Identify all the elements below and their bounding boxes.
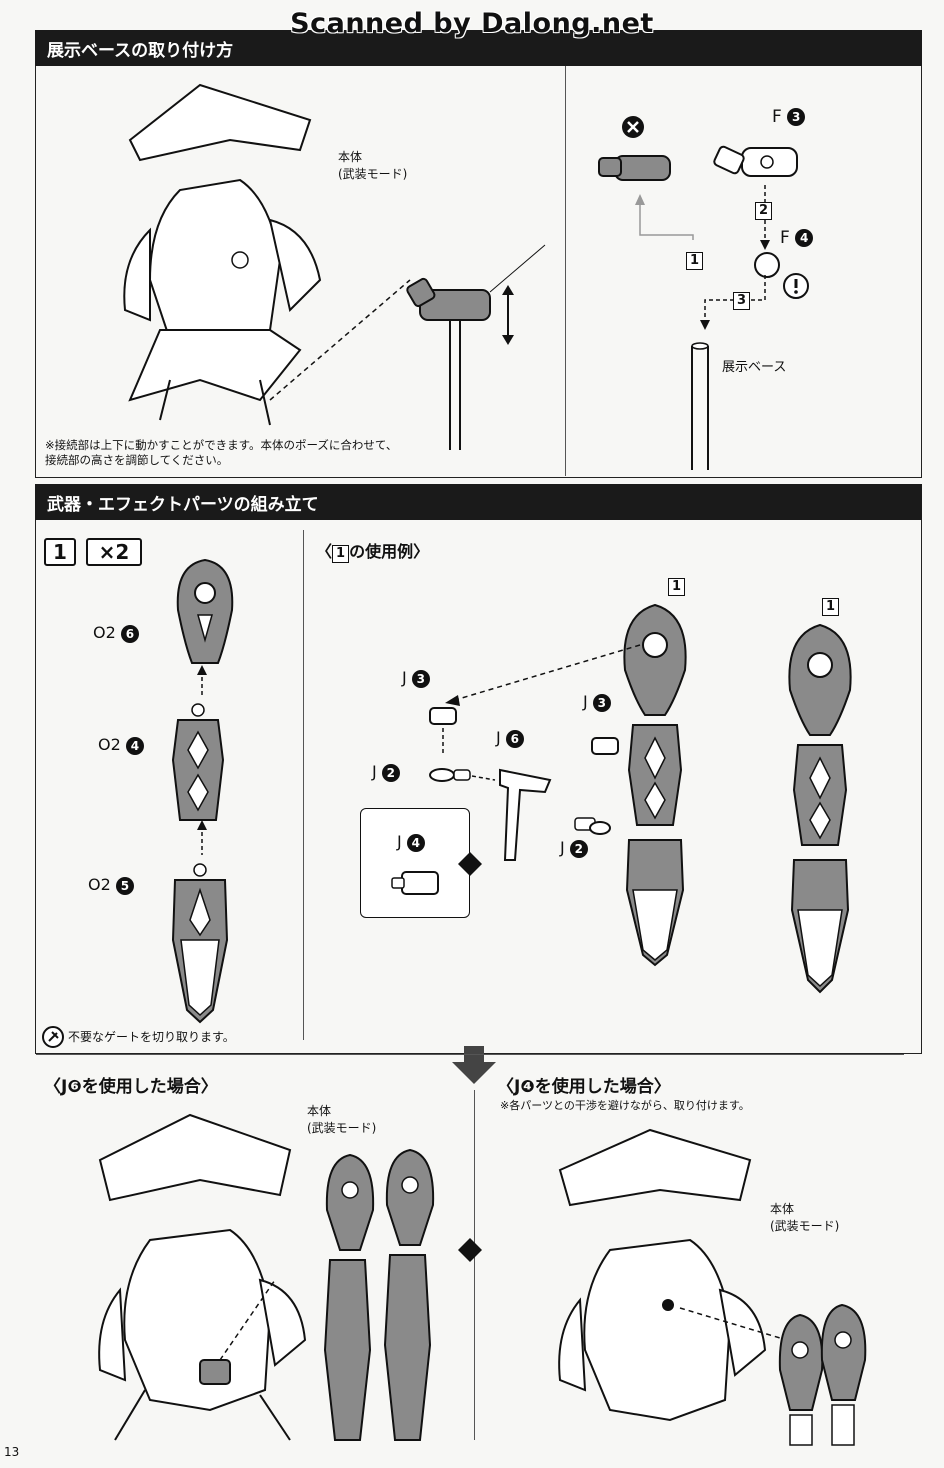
connector-wrong-part	[598, 155, 671, 181]
step-2-box: 2	[755, 202, 773, 220]
figure-illustration-j4-case	[558, 1128, 781, 1422]
weapon-part-o2-5	[171, 863, 229, 1024]
down-arrow-icon	[452, 1046, 496, 1084]
usage-dashed-arrows	[445, 644, 641, 706]
body-label-left: 本体 (武装モード)	[307, 1104, 377, 1135]
j2-label-b: J 2	[560, 838, 588, 858]
j3-label-a: J 3	[402, 668, 430, 688]
j4-case-note: ※各パーツとの干渉を避けながら、取り付けます。	[500, 1099, 750, 1112]
j4-label: J 4	[397, 832, 425, 852]
gate-cut-note: 不要なゲートを切り取ります。	[68, 1030, 235, 1044]
weapon-part-o2-6	[176, 558, 234, 664]
section-weapon-assembly-header: 武器・エフェクトパーツの組み立て	[35, 484, 922, 520]
stand-connector-illustration	[269, 244, 546, 450]
box-1-a: 1	[668, 578, 686, 596]
o2-5-label: O2 5	[88, 875, 134, 895]
assembled-weapon-a	[623, 603, 687, 967]
scan-watermark: Scanned by Dalong.net	[290, 8, 654, 39]
weapon-part-o2-4	[171, 703, 225, 821]
page-number: 13	[4, 1445, 20, 1459]
o2-6-label: O2 6	[93, 623, 139, 643]
j3-label-b: J 3	[583, 692, 611, 712]
connector-correct-part	[713, 145, 798, 177]
j3-b-part	[591, 737, 619, 755]
or-diamond-icon	[458, 852, 482, 876]
display-base-rod	[691, 342, 709, 470]
j6-label: J 6	[496, 728, 524, 748]
gate-cut-icon	[42, 1026, 64, 1048]
j4-case-title: 〈J❹を使用した場合〉	[497, 1077, 671, 1097]
section1-divider	[565, 66, 566, 476]
section2-divider	[303, 530, 304, 1040]
display-base-label: 展示ベース	[722, 360, 787, 375]
figure-illustration-j6-case	[98, 1113, 307, 1441]
section3-divider	[474, 1090, 475, 1440]
part-f3-label: F 3	[772, 107, 806, 127]
section3-top-rule	[36, 1054, 904, 1055]
section-display-base-header: 展示ベースの取り付け方	[35, 30, 922, 66]
part-f4-label: F 4	[780, 228, 814, 248]
o2-4-label: O2 4	[98, 735, 144, 755]
x-mark-icon	[622, 116, 644, 138]
step-3-box: 3	[733, 292, 751, 310]
j6-case-title: 〈J❻を使用した場合〉	[44, 1077, 218, 1097]
weapons-pair-j6-case	[323, 1148, 435, 1441]
count-box-1: 1	[44, 538, 76, 566]
or-diamond-icon-2	[458, 1238, 482, 1262]
j-parts-illustration	[429, 707, 611, 861]
assembled-weapon-b	[788, 623, 852, 994]
j4-part	[391, 871, 439, 895]
count-box-x2: ×2	[86, 538, 142, 566]
connection-note: ※接続部は上下に動かすことができます。本体のポーズに合わせて、 接続部の高さを調…	[45, 438, 398, 467]
box-1-b: 1	[822, 598, 840, 616]
warning-icon	[783, 273, 809, 299]
j2-label-a: J 2	[372, 762, 400, 782]
step-1-box: 1	[686, 252, 704, 270]
figure-armored-illustration-top	[123, 83, 322, 426]
assembly-dashed-arrows-left	[197, 665, 207, 855]
section-display-base-title: 展示ベースの取り付け方	[47, 41, 234, 61]
j4-inset-box	[360, 808, 470, 918]
weapons-pair-j4-case	[778, 1303, 867, 1446]
body-label-right: 本体 (武装モード)	[770, 1202, 840, 1233]
body-label-top: 本体 (武装モード)	[338, 150, 408, 181]
ball-joint-f4	[754, 252, 780, 278]
section-weapon-assembly-title: 武器・エフェクトパーツの組み立て	[47, 495, 319, 515]
